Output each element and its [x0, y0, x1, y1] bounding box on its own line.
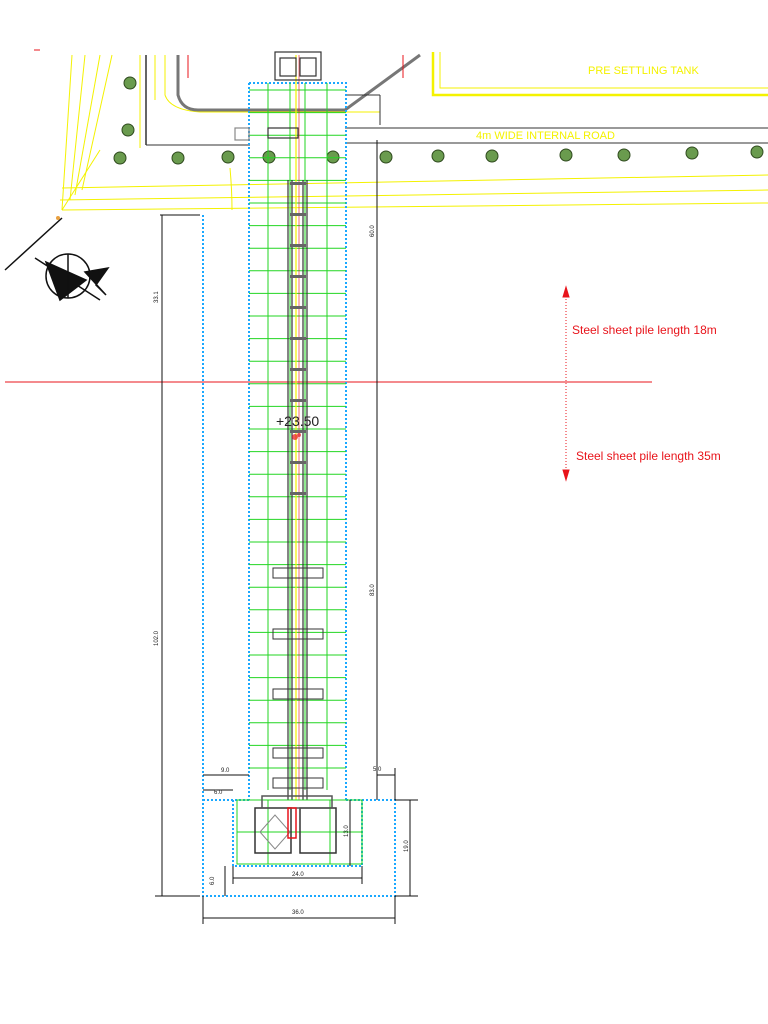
- grid-lines: [249, 83, 346, 790]
- bridge-marks: [290, 182, 306, 495]
- conveyor-rails: [287, 55, 308, 800]
- dim-60: 60.0: [370, 225, 376, 237]
- dimension-lines: [155, 140, 418, 924]
- internal-road-label: 4m WIDE INTERNAL ROAD: [476, 130, 615, 142]
- level-marker-icon: [292, 433, 301, 440]
- dim-5: 5.0: [373, 767, 382, 773]
- bridge-mark: [290, 399, 306, 402]
- dim-102: 102.0: [154, 630, 160, 646]
- pile-upper-note: Steel sheet pile length 18m: [572, 323, 717, 337]
- bridge-mark: [290, 244, 306, 247]
- bridge-mark: [290, 492, 306, 495]
- dim-6a: 6.0: [214, 790, 223, 796]
- pre-settling-tank-outline: [431, 52, 768, 97]
- site-roads: [59, 54, 768, 211]
- top-equipment: [234, 51, 322, 141]
- dim-33: 33.1: [154, 291, 160, 303]
- level-label: +23.50: [276, 413, 319, 429]
- dim-36: 36.0: [292, 910, 304, 916]
- bridge-mark: [290, 368, 306, 371]
- dim-13: 13.0: [344, 825, 350, 837]
- pile-lower-note: Steel sheet pile length 35m: [576, 449, 721, 463]
- bridge-mark: [290, 430, 306, 433]
- dimension-labels: 33.1 60.0 83.0 102.0 9.0 6.0 5.0 13.0 19…: [154, 225, 410, 916]
- tank-label: PRE SETTLING TANK: [588, 65, 700, 77]
- red-marks: [34, 49, 404, 78]
- carriages: [272, 567, 324, 789]
- bridge-mark: [290, 275, 306, 278]
- pile-arrows: [562, 285, 570, 482]
- dim-9: 9.0: [221, 768, 230, 774]
- dim-19: 19.0: [404, 840, 410, 852]
- bridge-mark: [290, 306, 306, 309]
- trees: [113, 76, 764, 165]
- bridge-mark: [290, 337, 306, 340]
- bridge-mark: [290, 213, 306, 216]
- pumps: [254, 795, 337, 854]
- dim-6b: 6.0: [210, 876, 216, 885]
- dim-83: 83.0: [370, 584, 376, 596]
- site-walls: [145, 53, 768, 146]
- north-arrow-icon: [4, 216, 110, 302]
- dim-24: 24.0: [292, 872, 304, 878]
- bridge-mark: [290, 182, 306, 185]
- bridge-mark: [290, 461, 306, 464]
